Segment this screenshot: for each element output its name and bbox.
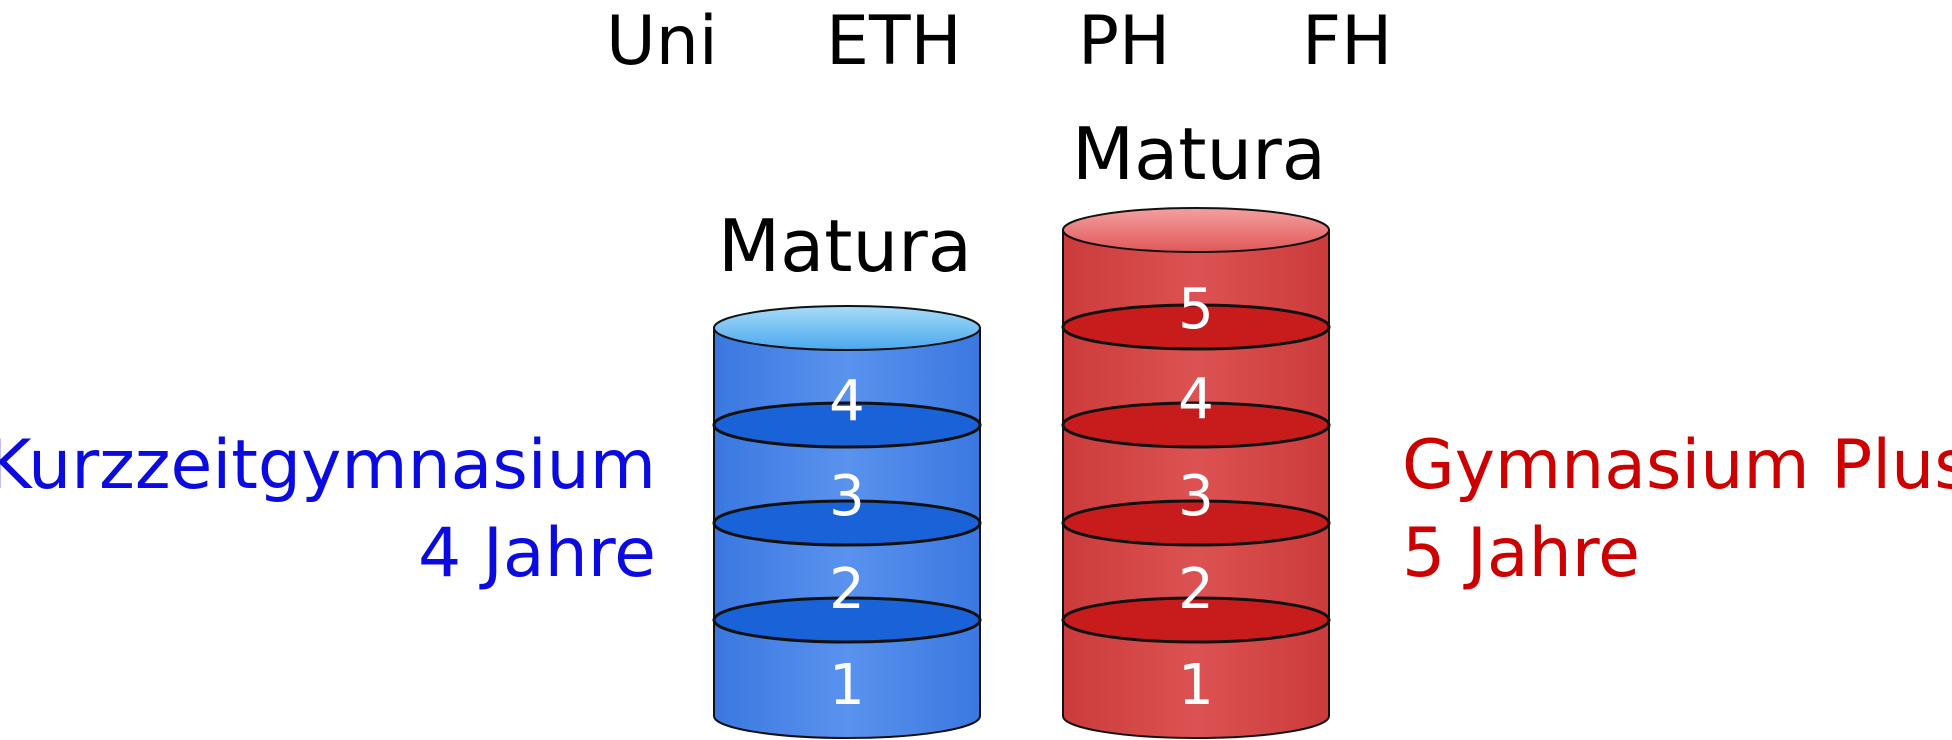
- institution-eth: ETH: [826, 2, 962, 81]
- left-cylinder-top: [713, 305, 981, 351]
- right-disc-3: [1061, 401, 1331, 449]
- left-disc-1: [712, 596, 982, 644]
- left-disc-2: [712, 499, 982, 547]
- right-disc-2: [1061, 499, 1331, 547]
- institution-fh: FH: [1302, 2, 1393, 81]
- left-cylinder: 1 2 3 4: [712, 305, 982, 739]
- left-program-name: Kurzzeitgymnasium: [0, 426, 656, 505]
- right-level-3: 3: [1178, 464, 1214, 529]
- institution-uni: Uni: [606, 2, 718, 81]
- right-disc-4: [1061, 303, 1331, 351]
- left-disc-3: [712, 401, 982, 449]
- right-disc-1: [1061, 596, 1331, 644]
- left-level-4: 4: [829, 369, 865, 434]
- right-level-1: 1: [1178, 653, 1214, 718]
- right-program-name: Gymnasium Plus: [1402, 426, 1952, 505]
- left-level-2: 2: [829, 557, 865, 622]
- right-program-duration: 5 Jahre: [1402, 514, 1640, 593]
- right-cylinder: 1 2 3 4 5: [1061, 207, 1331, 739]
- right-level-2: 2: [1178, 557, 1214, 622]
- right-cylinder-top: [1062, 207, 1330, 253]
- left-level-1: 1: [829, 653, 865, 718]
- right-level-4: 4: [1178, 367, 1214, 432]
- left-level-3: 3: [829, 464, 865, 529]
- institution-ph: PH: [1078, 2, 1171, 81]
- left-program-duration: 4 Jahre: [418, 514, 656, 593]
- right-level-5: 5: [1178, 277, 1214, 342]
- left-matura-label: Matura: [718, 204, 972, 288]
- right-matura-label: Matura: [1072, 112, 1326, 196]
